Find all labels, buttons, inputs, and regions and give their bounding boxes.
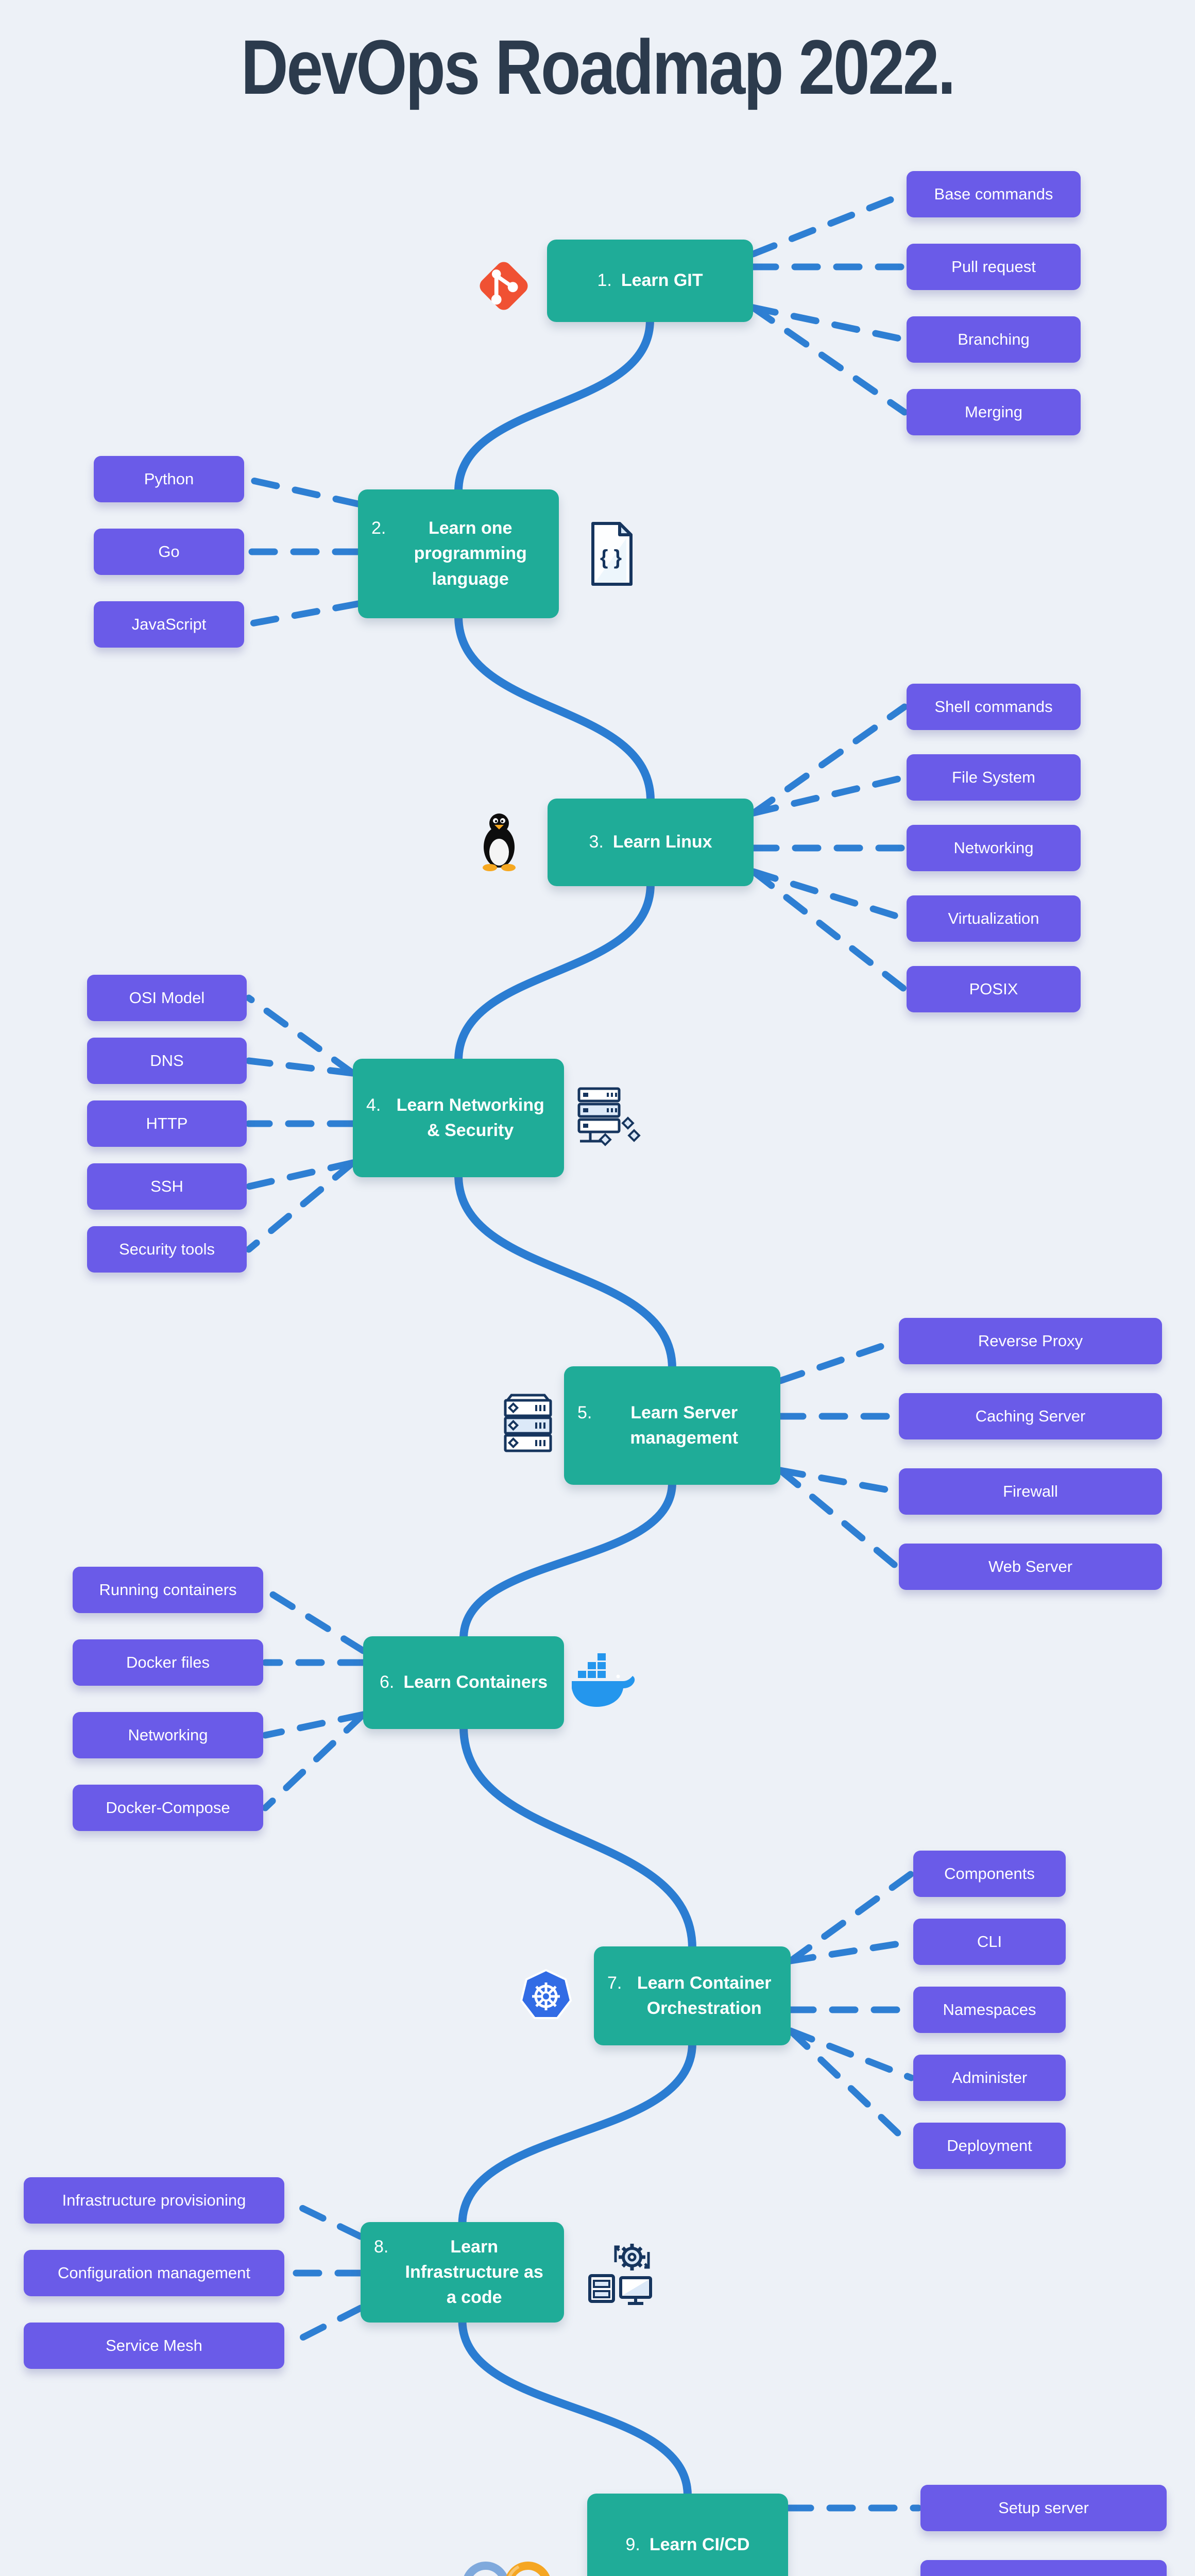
step-number: 2. xyxy=(371,518,386,538)
step-title: Learn Server management xyxy=(630,1402,739,1448)
step-node-2: 2. Learn one programming language xyxy=(358,489,559,618)
topic-leaf: Networking xyxy=(73,1712,263,1758)
step-node-9: 9. Learn CI/CD xyxy=(587,2494,788,2576)
leaf-cluster-4: OSI Model DNS HTTP SSH Security tools xyxy=(87,975,247,1273)
topic-leaf: Branching xyxy=(907,316,1081,363)
topic-leaf: Networking xyxy=(907,825,1081,871)
topic-leaf: Setup server xyxy=(920,2485,1167,2531)
leaf-cluster-9: Setup server Integration Pipeline tools xyxy=(920,2485,1167,2576)
step-number: 6. xyxy=(380,1672,395,1692)
step-title: Learn one programming language xyxy=(414,518,527,589)
topic-leaf: Integration xyxy=(920,2560,1167,2576)
step-title: Learn GIT xyxy=(621,270,703,291)
step-title: Learn Linux xyxy=(612,832,712,852)
topic-leaf: CLI xyxy=(913,1919,1066,1965)
docker-whale-icon xyxy=(572,1653,635,1707)
leaf-cluster-5: Reverse Proxy Caching Server Firewall We… xyxy=(899,1318,1162,1590)
step-node-5: 5. Learn Server management xyxy=(564,1366,780,1485)
step-number: 8. xyxy=(374,2236,389,2257)
step-title: Learn CI/CD xyxy=(649,2535,750,2555)
topic-leaf: Merging xyxy=(907,389,1081,435)
code-file-icon: { } xyxy=(591,522,633,586)
topic-leaf: Base commands xyxy=(907,171,1081,217)
topic-leaf: Shell commands xyxy=(907,684,1081,730)
kubernetes-icon xyxy=(520,1969,572,2019)
topic-leaf: Namespaces xyxy=(913,1987,1066,2033)
leaf-cluster-7: Components CLI Namespaces Administer Dep… xyxy=(913,1851,1066,2169)
topic-leaf: Security tools xyxy=(87,1226,247,1273)
topic-leaf: File System xyxy=(907,754,1081,801)
step-title: Learn Networking & Security xyxy=(396,1095,544,1140)
page-title: DevOps Roadmap 2022. xyxy=(241,24,956,110)
cicd-loop-icon xyxy=(464,2562,550,2576)
topic-leaf: Virtualization xyxy=(907,895,1081,942)
topic-leaf: Administer xyxy=(913,2055,1066,2101)
topic-leaf: Configuration management xyxy=(24,2250,284,2296)
leaf-cluster-6: Running containers Docker files Networki… xyxy=(73,1567,263,1831)
topic-leaf: Service Mesh xyxy=(24,2323,284,2369)
topic-leaf: Firewall xyxy=(899,1468,1162,1515)
topic-leaf: Infrastructure provisioning xyxy=(24,2177,284,2224)
step-number: 4. xyxy=(366,1095,381,1115)
topic-leaf: Components xyxy=(913,1851,1066,1897)
topic-leaf: Docker files xyxy=(73,1639,263,1686)
step-number: 3. xyxy=(589,832,604,852)
step-title: Learn Container Orchestration xyxy=(637,1973,772,2018)
step-title: Learn Containers xyxy=(403,1672,548,1692)
step-node-4: 4. Learn Networking & Security xyxy=(353,1059,564,1177)
step-number: 9. xyxy=(625,2535,640,2555)
topic-leaf: DNS xyxy=(87,1038,247,1084)
svg-text:{ }: { } xyxy=(600,546,622,569)
topic-leaf: JavaScript xyxy=(94,601,244,648)
step-node-7: 7. Learn Container Orchestration xyxy=(594,1946,791,2045)
step-number: 1. xyxy=(597,270,612,291)
topic-leaf: HTTP xyxy=(87,1100,247,1147)
step-node-6: 6. Learn Containers xyxy=(363,1636,564,1729)
step-node-8: 8. Learn Infrastructure as a code xyxy=(361,2222,564,2323)
leaf-cluster-2: Python Go JavaScript xyxy=(94,456,244,648)
topic-leaf: Caching Server xyxy=(899,1393,1162,1439)
step-node-1: 1. Learn GIT xyxy=(547,240,753,322)
topic-leaf: SSH xyxy=(87,1163,247,1210)
step-title: Learn Infrastructure as a code xyxy=(405,2236,543,2308)
topic-leaf: Pull request xyxy=(907,244,1081,290)
topic-leaf: Web Server xyxy=(899,1544,1162,1590)
network-security-icon xyxy=(577,1087,641,1146)
topic-leaf: Go xyxy=(94,529,244,575)
leaf-cluster-8: Infrastructure provisioning Configuratio… xyxy=(24,2177,284,2369)
iac-gear-icon xyxy=(588,2244,652,2305)
leaf-cluster-1: Base commands Pull request Branching Mer… xyxy=(907,171,1081,435)
step-number: 5. xyxy=(577,1402,592,1422)
topic-leaf: Python xyxy=(94,456,244,502)
topic-leaf: OSI Model xyxy=(87,975,247,1021)
step-number: 7. xyxy=(607,1973,622,1993)
git-icon xyxy=(480,262,528,310)
step-node-3: 3. Learn Linux xyxy=(548,799,754,886)
leaf-cluster-3: Shell commands File System Networking Vi… xyxy=(907,684,1081,1012)
topic-leaf: Running containers xyxy=(73,1567,263,1613)
topic-leaf: POSIX xyxy=(907,966,1081,1012)
topic-leaf: Docker-Compose xyxy=(73,1785,263,1831)
server-rack-icon xyxy=(504,1394,552,1452)
topic-leaf: Deployment xyxy=(913,2123,1066,2169)
topic-leaf: Reverse Proxy xyxy=(899,1318,1162,1364)
linux-tux-icon xyxy=(483,814,516,871)
